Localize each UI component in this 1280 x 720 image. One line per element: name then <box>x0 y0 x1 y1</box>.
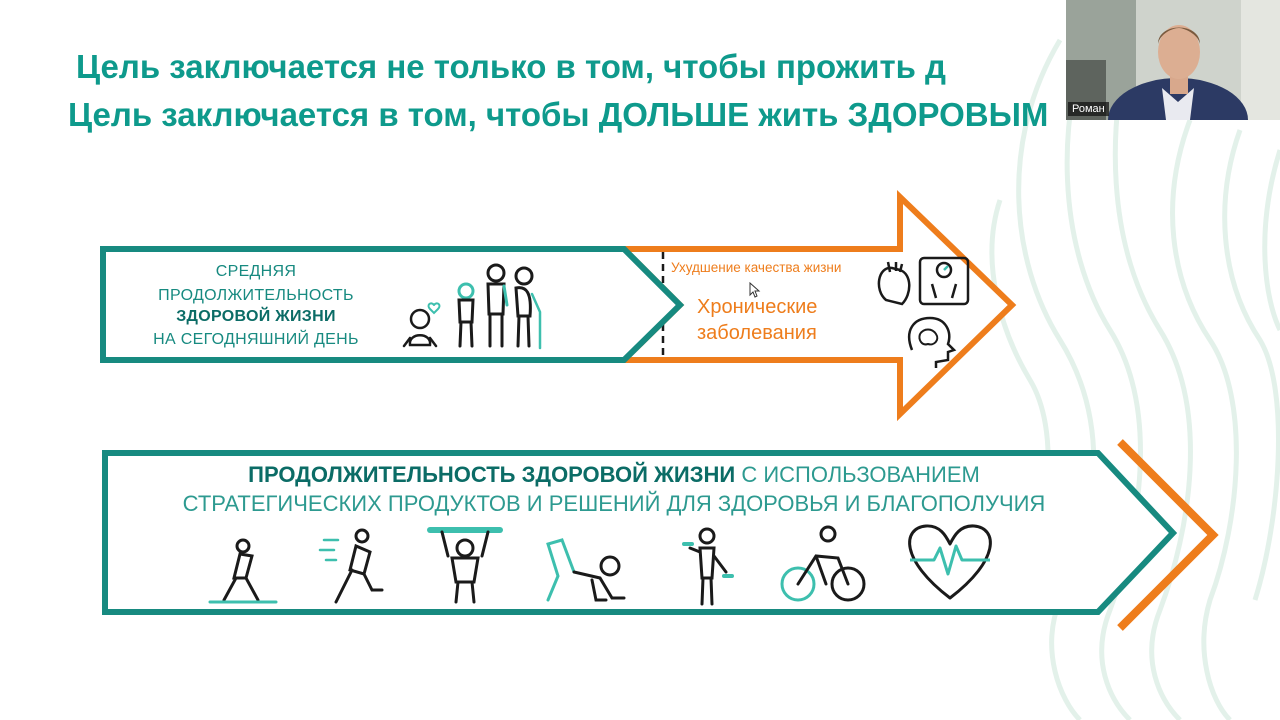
baby-icon <box>402 302 441 348</box>
brain-head-icon <box>907 316 957 368</box>
scale-icon <box>918 256 970 306</box>
avg-label-line-4: НА СЕГОДНЯШНИЙ ДЕНЬ <box>153 331 359 348</box>
avg-label-line-1: СРЕДНЯЯ <box>215 263 297 280</box>
avg-label-line-3: ЗДОРОВОЙ ЖИЗНИ <box>176 308 336 325</box>
participant-video-tile[interactable]: Роман <box>1066 0 1280 120</box>
walking-icon <box>208 538 278 604</box>
teal-arrow-box-2 <box>102 450 1178 615</box>
quality-decline-label: Ухудшение качества жизни <box>671 260 842 275</box>
child-icon <box>457 282 475 348</box>
mouse-cursor-icon <box>749 282 761 298</box>
cycling-icon <box>780 525 866 602</box>
title-line-2: Цель заключается в том, чтобы ДОЛЬШЕ жит… <box>68 96 1049 133</box>
heart-pulse-icon <box>908 524 992 600</box>
weightlifting-icon <box>427 527 503 604</box>
elderly-icon <box>514 266 542 350</box>
chronic-label-line-2: заболевания <box>697 322 817 344</box>
teal-arrow-shape <box>100 246 685 363</box>
row2-heading-bold: ПРОДОЛЖИТЕЛЬНОСТЬ ЗДОРОВОЙ ЖИЗНИ <box>248 462 736 487</box>
running-icon <box>318 528 384 604</box>
heart-organ-icon <box>877 261 911 306</box>
avg-label-line-2: ПРОДОЛЖИТЕЛЬНОСТЬ <box>158 287 354 304</box>
row2-heading-line-2: СТРАТЕГИЧЕСКИХ ПРОДУКТОВ И РЕШЕНИЙ ДЛЯ З… <box>182 491 1046 516</box>
row2-heading-line-1: ПРОДОЛЖИТЕЛЬНОСТЬ ЗДОРОВОЙ ЖИЗНИ С ИСПОЛ… <box>104 462 1124 488</box>
adult-icon <box>486 263 509 348</box>
participant-video-frame <box>1066 0 1280 120</box>
yoga-icon <box>546 538 626 602</box>
participant-name-label: Роман <box>1068 102 1109 116</box>
chronic-label-line-1: Хронические <box>697 296 818 318</box>
title-line-1: Цель заключается не только в том, чтобы … <box>76 48 947 85</box>
row2-heading-rest: С ИСПОЛЬЗОВАНИЕМ <box>735 462 980 487</box>
orange-chevron-shape <box>1117 439 1219 631</box>
dumbbell-exercise-icon <box>682 527 734 606</box>
